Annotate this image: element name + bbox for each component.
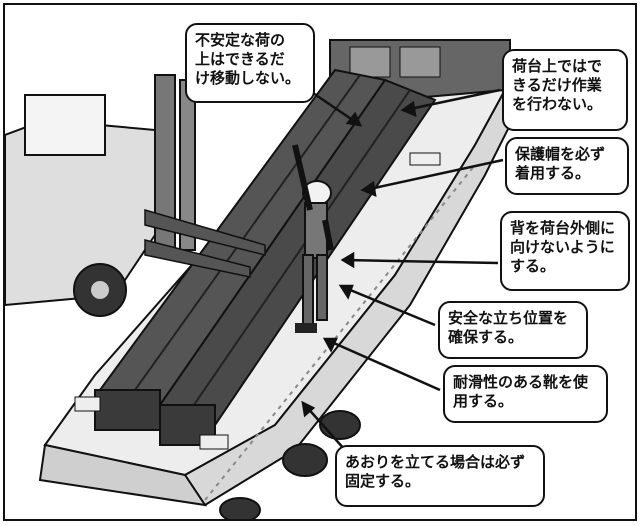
worker-figure [292, 144, 334, 333]
callout-non-slip-shoes: 耐滑性のある靴を使 用する。 [443, 365, 608, 423]
truck-wheels [219, 410, 361, 519]
callout-helmet: 保護帽を必ず 着用する。 [505, 137, 629, 195]
callout-back-outward: 背を荷台外側に 向けないように する。 [500, 211, 630, 291]
illustration-frame: 不安定な荷の 上はできるだ け移動しない。 荷台上ではで きるだけ作業 を行わな… [3, 3, 637, 521]
scene-illustration [5, 39, 517, 519]
callout-safe-position: 安全な立ち位置を 確保する。 [438, 301, 588, 359]
callout-minimize-work: 荷台上ではで きるだけ作業 を行わない。 [502, 49, 628, 131]
forklift [5, 74, 266, 317]
callout-arrows [301, 88, 504, 451]
steel-beams [74, 68, 441, 450]
callout-side-gate: あおりを立てる場合は必ず 固定する。 [335, 445, 545, 507]
callout-unstable-load: 不安定な荷の 上はできるだ け移動しない。 [185, 23, 315, 103]
